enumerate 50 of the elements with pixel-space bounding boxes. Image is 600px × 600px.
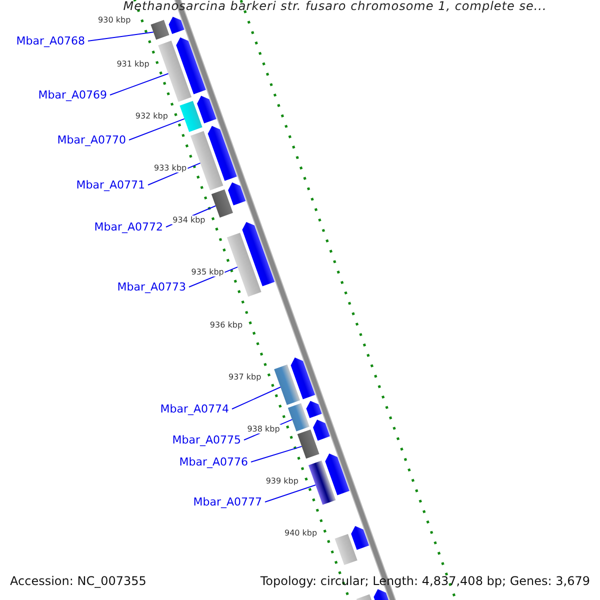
tick-label: 935 kbp: [190, 268, 225, 277]
tick-label: 938 kbp: [246, 424, 281, 434]
gene-arrow-shape: [228, 182, 246, 206]
tick-label: 930 kbp: [97, 16, 132, 24]
gene-arrow-shape: [242, 222, 275, 286]
gene-label: Mbar_A0769: [38, 88, 107, 102]
leader-line: [148, 162, 201, 186]
gene-label: Mbar_A0770: [57, 134, 126, 146]
tick-label: 933 kbp: [153, 164, 188, 173]
accession-text: Accession: NC_007355: [10, 574, 146, 588]
gene-label: Mbar_A0776: [179, 456, 248, 468]
tick-label: 940 kbp: [283, 528, 318, 538]
gene-arrow-shape: [313, 420, 330, 441]
gene-feature-bar: [150, 20, 170, 40]
gene-arrow-shape: [325, 454, 350, 496]
tick-label: 932 kbp: [134, 112, 169, 121]
gene-feature-bar: [158, 40, 192, 102]
gene-feature-bar: [211, 189, 233, 218]
gene-arrow-shape: [197, 96, 216, 124]
gene-label: Mbar_A0771: [76, 178, 145, 192]
gene-feature-bar: [297, 429, 320, 459]
tick-label: 931 kbp: [116, 60, 150, 69]
gene-arrow-shape: [208, 126, 237, 181]
tick-label: 937 kbp: [228, 372, 262, 382]
leader-line: [110, 73, 169, 96]
gene-label: Mbar_A0773: [117, 280, 186, 294]
gene-feature-bar: [274, 364, 300, 405]
leader-line: [88, 32, 154, 42]
leader-line: [128, 118, 185, 140]
gene-label: Mbar_A0772: [94, 220, 163, 234]
gene-label: Mbar_A0777: [193, 496, 262, 508]
leader-line: [264, 484, 316, 502]
gene-label: Mbar_A0768: [16, 34, 85, 48]
tick-label: 934 kbp: [172, 216, 206, 225]
leader-line: [232, 386, 281, 410]
gene-feature-bar: [334, 534, 358, 566]
map-title: Methanosarcina barkeri str. fusaro chromosome 1, complete se...: [122, 0, 548, 13]
tick-label: 936 kbp: [208, 320, 244, 330]
gene-arrow-shape: [290, 358, 316, 400]
gene-arrow-shape: [176, 37, 206, 94]
gene-feature-bar: [180, 100, 202, 132]
leader-line: [250, 446, 302, 462]
gene-label: Mbar_A0774: [160, 402, 229, 416]
tick-label: 939 kbp: [264, 476, 300, 486]
gene-feature-bar: [190, 131, 224, 190]
summary-text: Topology: circular; Length: 4,837,408 bp; Genes: 3,679: [260, 574, 590, 588]
gene-arrow-shape: [306, 400, 322, 418]
gene-arrow-shape: [168, 16, 184, 34]
gene-arrow-shape: [351, 526, 370, 550]
gene-label: Mbar_A0775: [172, 434, 241, 446]
